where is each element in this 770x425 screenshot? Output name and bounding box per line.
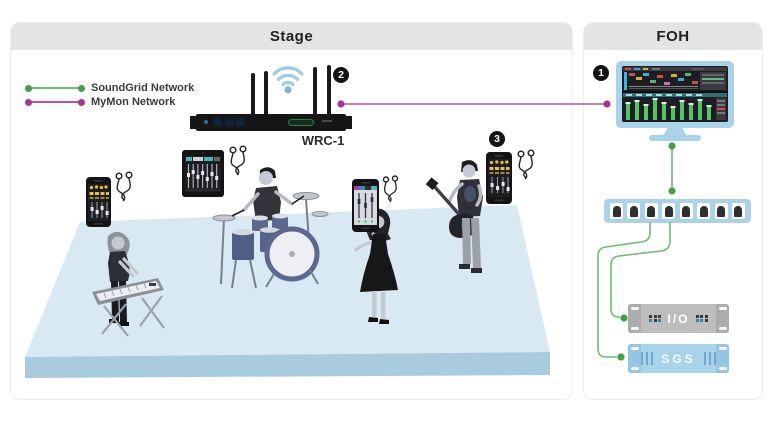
mixer-software-ui <box>622 66 728 122</box>
step-badge-3: 3 <box>489 131 505 147</box>
sgs-vent <box>641 352 654 365</box>
soundgrid-line-sample <box>25 84 85 92</box>
wrc-led <box>204 120 208 124</box>
foh-panel-header: FOH <box>584 23 762 50</box>
sgs-label: SGS <box>661 351 696 366</box>
sgs-vent <box>703 352 716 365</box>
rack-ear <box>628 344 641 373</box>
musician-guitarist <box>425 160 483 273</box>
ethernet-port-icon <box>610 203 623 219</box>
legend-item-soundgrid: SoundGrid Network <box>25 81 195 95</box>
step-badge-2: 2 <box>333 67 349 83</box>
rack-ear <box>628 304 641 333</box>
io-led-grid <box>695 314 708 323</box>
wrc-antenna <box>264 71 268 117</box>
mymon-line-sample <box>25 98 85 106</box>
earbuds-icon <box>382 175 399 203</box>
wrc-logo-badge <box>288 119 314 126</box>
tablet-mixer-app <box>182 150 224 197</box>
rack-ear <box>716 344 729 373</box>
io-led-grid <box>649 314 662 323</box>
stage-title: Stage <box>269 28 314 45</box>
wrc-display <box>225 118 233 126</box>
wrc-antenna <box>313 67 317 117</box>
ethernet-port-icon <box>644 203 658 219</box>
wrc-1-rack-unit <box>190 114 352 131</box>
monitor-stand <box>663 127 687 136</box>
ethernet-port-icon <box>714 203 728 219</box>
wrc-1-label: WRC-1 <box>301 133 345 148</box>
step-badge-1: 1 <box>593 65 609 81</box>
phone-mixer-app <box>86 177 111 227</box>
foh-title: FOH <box>656 28 690 45</box>
earbuds-icon <box>517 149 535 180</box>
io-device: I/O <box>628 304 729 333</box>
foh-monitor <box>616 61 734 128</box>
wrc-display <box>214 118 222 126</box>
earbuds-icon <box>229 145 247 176</box>
stage-panel-header: Stage <box>11 23 572 50</box>
monitor-base <box>649 135 701 141</box>
ethernet-port-icon <box>662 203 676 219</box>
wrc-antenna <box>251 73 255 117</box>
network-switch <box>604 199 751 223</box>
legend-label-mymon: MyMon Network <box>91 96 176 108</box>
wrc-display <box>236 118 244 126</box>
wifi-icon <box>272 66 304 94</box>
musician-drummer <box>212 167 329 289</box>
wrc-switch-detail <box>322 120 332 122</box>
ethernet-port-icon <box>679 203 693 219</box>
ethernet-port-icon <box>731 203 745 219</box>
legend-label-soundgrid: SoundGrid Network <box>91 82 195 94</box>
phone-mixer-app <box>352 179 379 232</box>
earbuds-icon <box>115 171 133 202</box>
ethernet-port-icon <box>697 203 711 219</box>
io-label: I/O <box>667 311 690 326</box>
legend-item-mymon: MyMon Network <box>25 95 194 109</box>
musician-keyboardist <box>92 231 165 337</box>
rack-ear <box>716 304 729 333</box>
wrc-antenna <box>327 65 331 117</box>
phone-mixer-app <box>486 152 512 204</box>
mixer-software-screen <box>622 66 728 122</box>
ethernet-port-icon <box>627 203 641 219</box>
network-legend: SoundGrid Network MyMon Network <box>25 81 195 109</box>
sgs-device: SGS <box>628 344 729 373</box>
